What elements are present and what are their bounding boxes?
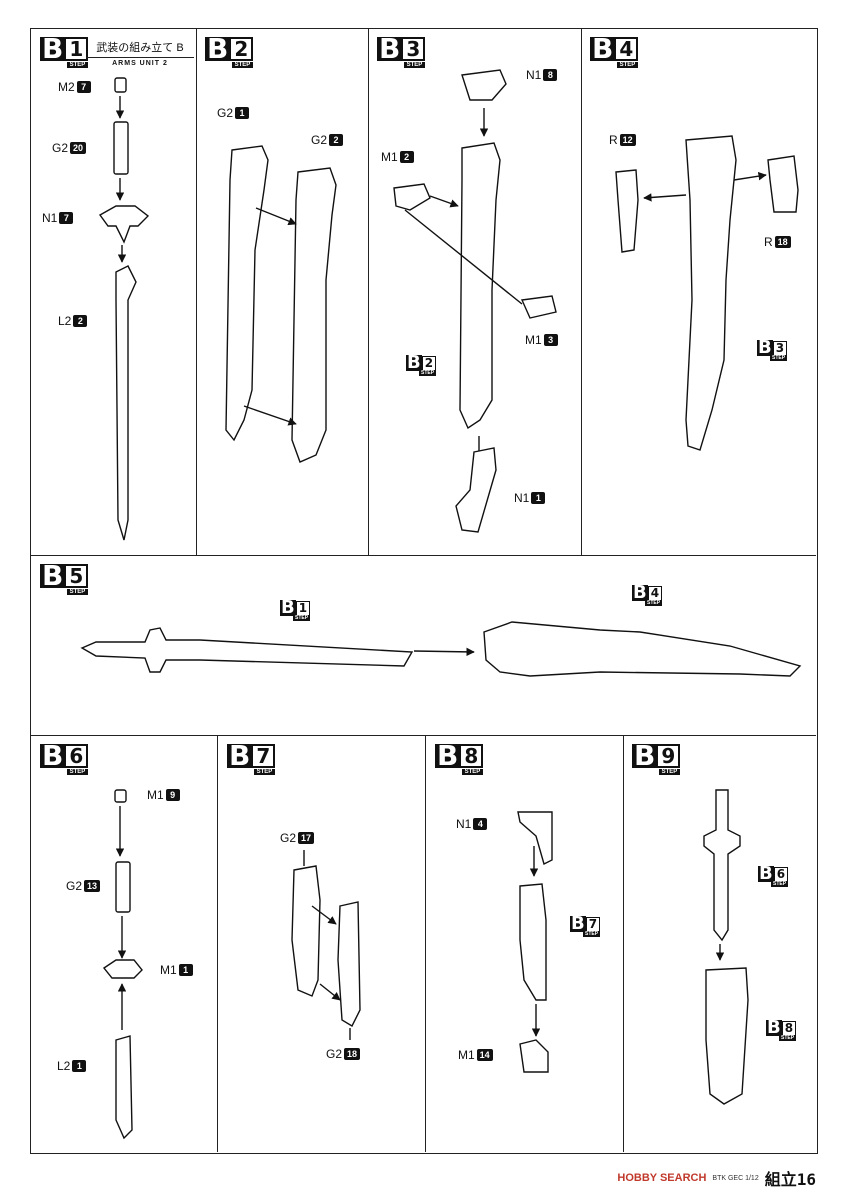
footer: HOBBY SEARCH BTK GEC 1/12 組立16 (617, 1166, 816, 1190)
product-code: BTK GEC 1/12 (712, 1174, 759, 1182)
panel-b4 (582, 29, 816, 556)
page-frame (30, 28, 818, 1154)
b9-assembly (703, 789, 749, 1105)
b2-blade-halves (225, 145, 337, 463)
watermark: HOBBY SEARCH (617, 1172, 707, 1184)
panel-b5 (31, 556, 816, 736)
b1-sword-parts (98, 77, 150, 541)
b5-assembly (80, 621, 802, 677)
panel-b2 (197, 29, 369, 556)
panel-b3 (369, 29, 582, 556)
panel-b1 (31, 29, 197, 556)
panel-b6 (31, 736, 218, 1152)
b7-assembly (291, 850, 361, 1040)
page-number: 組立16 (764, 1170, 816, 1189)
b4-assembly (615, 135, 799, 451)
panel-b8 (426, 736, 624, 1152)
panel-b7 (218, 736, 426, 1152)
b6-assembly (102, 789, 143, 1140)
b8-assembly (517, 811, 553, 1073)
b3-assembly (393, 69, 557, 533)
